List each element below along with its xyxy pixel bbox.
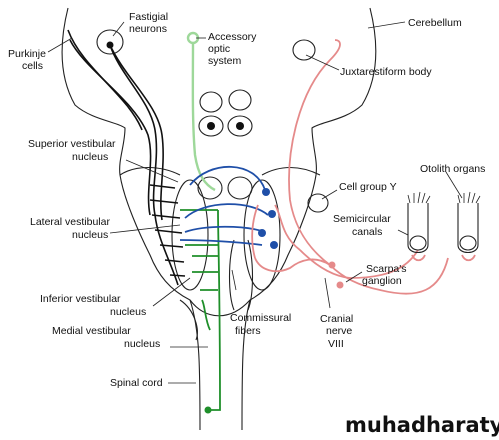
leader-lines bbox=[47, 21, 463, 384]
label-cell-group-y: Cell group Y bbox=[339, 181, 397, 193]
label-fastigial-neurons: Fastigial neurons bbox=[129, 11, 171, 35]
label-otolith-organs: Otolith organs bbox=[420, 163, 485, 175]
label-inferior-vestibular-nucleus: Inferior vestibular nucleus bbox=[40, 293, 146, 318]
watermark-text: muhadharaty.com bbox=[345, 413, 499, 437]
label-juxtarestiform-body: Juxtarestiform body bbox=[340, 66, 432, 78]
label-semicircular-canals: Semicircular canals bbox=[333, 213, 394, 238]
cerebellar-projection-fibers bbox=[67, 29, 186, 286]
vestibular-nuclei-right bbox=[243, 179, 281, 291]
label-lateral-vestibular-nucleus: Lateral vestibular nucleus bbox=[30, 216, 113, 241]
brainstem-outline bbox=[61, 7, 377, 431]
label-cranial-nerve-viii: Cranial nerve VIII bbox=[320, 313, 356, 350]
label-spinal-cord: Spinal cord bbox=[110, 377, 163, 389]
labels: Fastigial neurons Purkinje cells Accesso… bbox=[8, 11, 485, 389]
label-scarpas-ganglion: Scarpa's ganglion bbox=[362, 263, 409, 287]
label-medial-vestibular-nucleus: Medial vestibular nucleus bbox=[52, 325, 160, 350]
label-commissural-fibers: Commissural fibers bbox=[230, 312, 294, 337]
fastigial-nucleus-right bbox=[292, 39, 316, 61]
label-cerebellum: Cerebellum bbox=[408, 17, 462, 29]
vestibular-nerve-fibers bbox=[251, 39, 449, 295]
commissural-fibers bbox=[179, 165, 278, 249]
label-purkinje-cells: Purkinje cells bbox=[8, 48, 49, 72]
otolith-organs-graphic bbox=[407, 191, 481, 262]
fastigial-nucleus-left bbox=[96, 29, 124, 55]
label-accessory-optic-system: Accessory optic system bbox=[208, 31, 259, 67]
vestibular-nuclei-left bbox=[171, 179, 209, 291]
cell-group-y-circle bbox=[307, 193, 329, 213]
label-superior-vestibular-nucleus: Superior vestibular nucleus bbox=[28, 138, 118, 163]
